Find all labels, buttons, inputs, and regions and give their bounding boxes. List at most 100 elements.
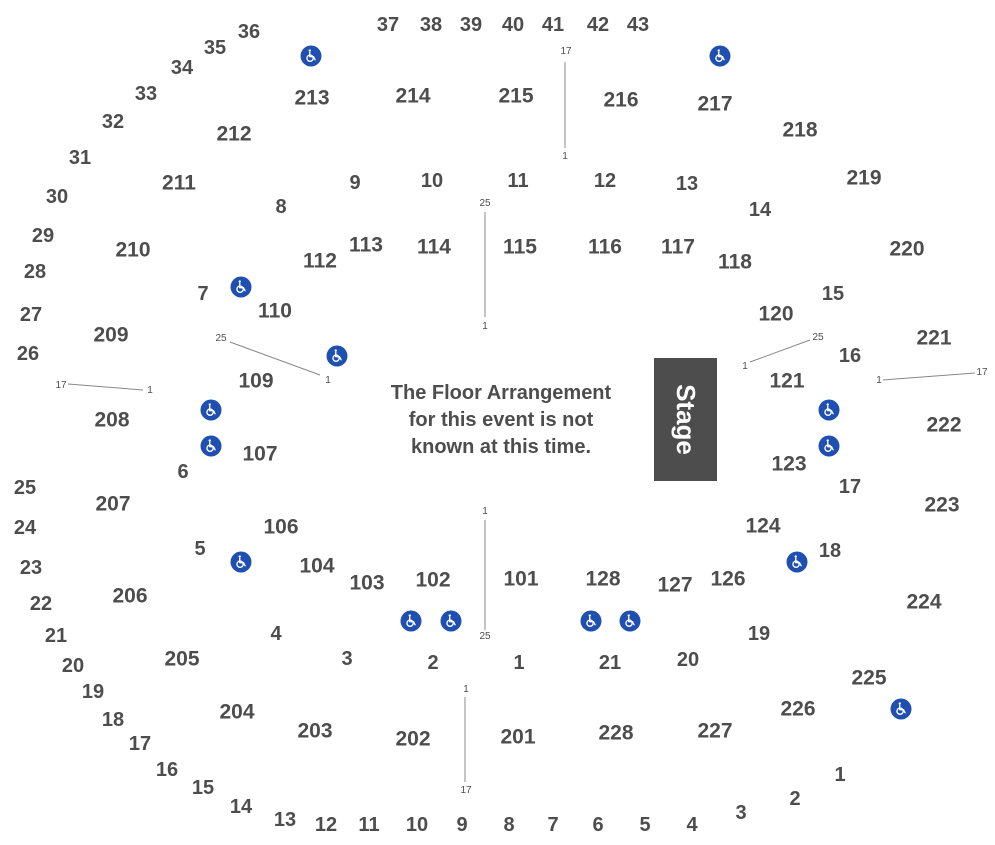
lower-section[interactable]: 115 (503, 235, 537, 259)
upper-section[interactable]: 210 (115, 238, 151, 262)
outer-row-label[interactable]: 42 (586, 14, 610, 36)
outer-row-label[interactable]: 11 (358, 814, 380, 836)
upper-section[interactable]: 220 (889, 237, 925, 261)
upper-section[interactable]: 219 (846, 166, 882, 190)
upper-section[interactable]: 208 (94, 408, 130, 432)
outer-row-label[interactable]: 34 (170, 57, 194, 79)
outer-row-label[interactable]: 1 (834, 764, 846, 786)
lower-section[interactable]: 124 (745, 514, 781, 538)
upper-section[interactable]: 217 (697, 92, 733, 116)
mid-row-label[interactable]: 21 (598, 652, 622, 674)
mid-row-label[interactable]: 18 (818, 540, 842, 562)
outer-row-label[interactable]: 12 (314, 814, 338, 836)
outer-row-label[interactable]: 40 (501, 14, 525, 36)
mid-row-label[interactable]: 11 (507, 170, 529, 192)
lower-section[interactable]: 112 (303, 249, 337, 273)
mid-row-label[interactable]: 10 (420, 170, 444, 192)
mid-row-label[interactable]: 9 (349, 172, 361, 194)
mid-row-label[interactable]: 8 (275, 196, 287, 218)
mid-row-label[interactable]: 14 (748, 199, 772, 221)
outer-row-label[interactable]: 16 (155, 759, 179, 781)
outer-row-label[interactable]: 28 (23, 261, 47, 283)
upper-section[interactable]: 218 (782, 118, 818, 142)
outer-row-label[interactable]: 30 (45, 186, 69, 208)
outer-row-label[interactable]: 5 (639, 814, 651, 836)
upper-section[interactable]: 204 (219, 700, 255, 724)
lower-section[interactable]: 110 (258, 299, 292, 323)
upper-section[interactable]: 209 (93, 323, 129, 347)
upper-section[interactable]: 215 (498, 84, 534, 108)
outer-row-label[interactable]: 38 (419, 14, 443, 36)
lower-section[interactable]: 104 (299, 554, 335, 578)
mid-row-label[interactable]: 1 (513, 652, 525, 674)
mid-row-label[interactable]: 20 (676, 649, 700, 671)
outer-row-label[interactable]: 14 (229, 796, 253, 818)
upper-section[interactable]: 223 (924, 493, 960, 517)
outer-row-label[interactable]: 7 (547, 814, 559, 836)
outer-row-label[interactable]: 18 (101, 709, 125, 731)
upper-section[interactable]: 214 (395, 84, 431, 108)
upper-section[interactable]: 227 (697, 719, 733, 743)
outer-row-label[interactable]: 2 (789, 788, 801, 810)
outer-row-label[interactable]: 35 (203, 37, 227, 59)
outer-row-label[interactable]: 20 (61, 655, 85, 677)
upper-section[interactable]: 202 (395, 727, 431, 751)
outer-row-label[interactable]: 23 (19, 557, 43, 579)
upper-section[interactable]: 206 (112, 584, 148, 608)
upper-section[interactable]: 228 (598, 721, 634, 745)
lower-section[interactable]: 114 (417, 235, 451, 259)
outer-row-label[interactable]: 8 (503, 814, 515, 836)
outer-row-label[interactable]: 15 (191, 777, 215, 799)
outer-row-label[interactable]: 10 (405, 814, 429, 836)
upper-section[interactable]: 211 (162, 171, 196, 195)
outer-row-label[interactable]: 27 (19, 304, 43, 326)
outer-row-label[interactable]: 6 (592, 814, 604, 836)
mid-row-label[interactable]: 4 (270, 623, 282, 645)
upper-section[interactable]: 205 (164, 647, 200, 671)
lower-section[interactable]: 118 (718, 250, 752, 274)
lower-section[interactable]: 106 (263, 515, 299, 539)
mid-row-label[interactable]: 5 (194, 538, 206, 560)
lower-section[interactable]: 103 (349, 571, 385, 595)
lower-section[interactable]: 128 (585, 567, 621, 591)
mid-row-label[interactable]: 6 (177, 461, 189, 483)
outer-row-label[interactable]: 13 (273, 809, 297, 831)
lower-section[interactable]: 120 (758, 302, 794, 326)
outer-row-label[interactable]: 31 (68, 147, 92, 169)
lower-section[interactable]: 102 (415, 568, 451, 592)
outer-row-label[interactable]: 29 (31, 225, 55, 247)
upper-section[interactable]: 212 (216, 122, 252, 146)
upper-section[interactable]: 207 (95, 492, 131, 516)
lower-section[interactable]: 101 (503, 567, 539, 591)
outer-row-label[interactable]: 4 (686, 814, 698, 836)
mid-row-label[interactable]: 17 (838, 476, 862, 498)
mid-row-label[interactable]: 15 (821, 283, 845, 305)
outer-row-label[interactable]: 9 (456, 814, 468, 836)
upper-section[interactable]: 226 (780, 697, 816, 721)
mid-row-label[interactable]: 2 (427, 652, 439, 674)
outer-row-label[interactable]: 39 (459, 14, 483, 36)
upper-section[interactable]: 216 (603, 88, 639, 112)
outer-row-label[interactable]: 21 (44, 625, 68, 647)
outer-row-label[interactable]: 33 (134, 83, 158, 105)
lower-section[interactable]: 113 (349, 233, 383, 257)
upper-section[interactable]: 201 (500, 725, 536, 749)
outer-row-label[interactable]: 43 (626, 14, 650, 36)
lower-section[interactable]: 127 (657, 573, 693, 597)
upper-section[interactable]: 224 (906, 590, 942, 614)
upper-section[interactable]: 225 (851, 666, 887, 690)
outer-row-label[interactable]: 41 (541, 14, 565, 36)
mid-row-label[interactable]: 13 (675, 173, 699, 195)
outer-row-label[interactable]: 24 (13, 517, 37, 539)
mid-row-label[interactable]: 12 (593, 170, 617, 192)
outer-row-label[interactable]: 26 (16, 343, 40, 365)
lower-section[interactable]: 117 (661, 235, 695, 259)
lower-section[interactable]: 123 (771, 452, 807, 476)
outer-row-label[interactable]: 32 (101, 111, 125, 133)
outer-row-label[interactable]: 17 (128, 733, 152, 755)
lower-section[interactable]: 121 (769, 369, 805, 393)
mid-row-label[interactable]: 16 (838, 345, 862, 367)
upper-section[interactable]: 203 (297, 719, 333, 743)
lower-section[interactable]: 126 (710, 567, 746, 591)
lower-section[interactable]: 107 (242, 442, 278, 466)
